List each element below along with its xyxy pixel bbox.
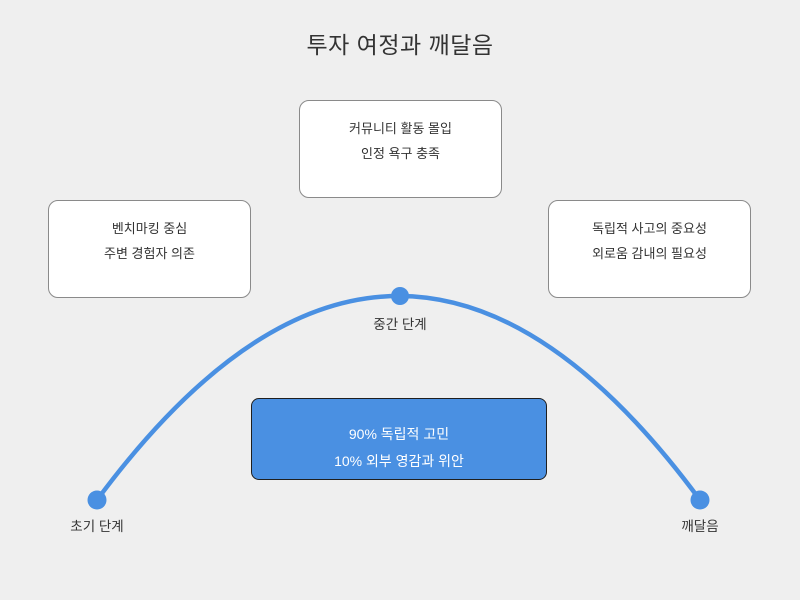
highlight-line: 10% 외부 영감과 위안: [334, 453, 464, 469]
note-line: 주변 경험자 의존: [104, 246, 195, 261]
note-line: 인정 욕구 충족: [361, 146, 440, 161]
page-title: 투자 여정과 깨달음: [306, 32, 494, 58]
note-line: 외로움 감내의 필요성: [592, 246, 707, 261]
middle-stage-dot: [391, 287, 409, 305]
stage-label-middle: 중간 단계: [373, 317, 427, 332]
stage-label-end: 깨달음: [681, 519, 719, 534]
end-stage-dot: [690, 490, 710, 510]
note-benchmarking-phase: 벤치마킹 중심 주변 경험자 의존: [48, 200, 251, 298]
note-independent-thinking: 독립적 사고의 중요성 외로움 감내의 필요성: [548, 200, 751, 298]
highlight-line: 90% 독립적 고민: [348, 426, 450, 442]
note-line: 독립적 사고의 중요성: [592, 221, 707, 236]
highlight-box: 90% 독립적 고민 10% 외부 영감과 위안: [251, 398, 547, 480]
stage-label-start: 초기 단계: [70, 519, 124, 534]
note-line: 커뮤니티 활동 몰입: [349, 121, 452, 136]
start-stage-dot: [87, 490, 107, 510]
note-line: 벤치마킹 중심: [111, 221, 188, 236]
note-community-phase: 커뮤니티 활동 몰입 인정 욕구 충족: [299, 100, 502, 198]
